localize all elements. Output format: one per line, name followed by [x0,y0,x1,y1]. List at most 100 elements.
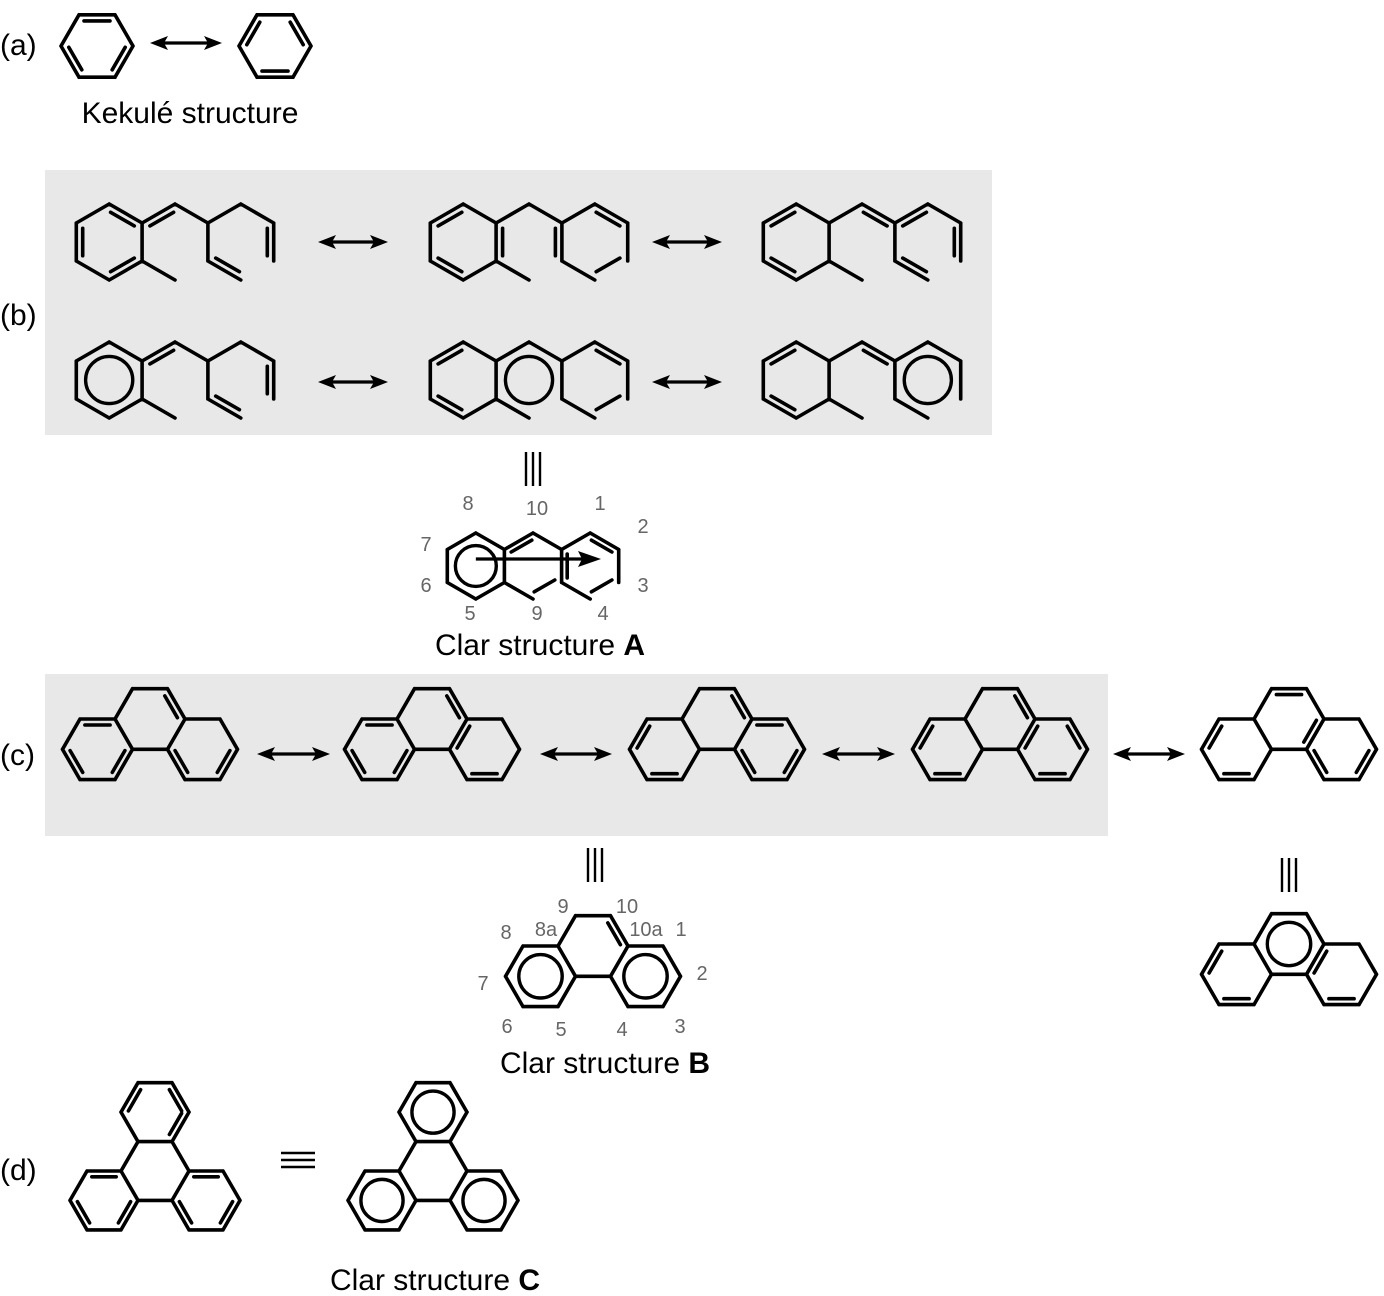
phenanthrene-position-7: 7 [477,973,488,995]
anthracene-clar-3 [761,340,963,420]
benzene-kekule-1 [59,13,135,79]
anthracene-kekule-2 [428,202,630,282]
resonance-arrow-c-2-head-left [540,747,558,761]
resonance-arrow-b-2-head-left [652,235,670,249]
resonance-arrow-b-3 [318,375,388,389]
resonance-arrow-c-3 [822,747,895,761]
anthracene-position-5: 5 [464,603,475,625]
resonance-arrow-b-3-head-left [318,375,336,389]
clar-a-caption-letter: A [623,629,645,662]
equivalence-c-left [586,848,604,882]
phenanthrene-kekule-3-bonds [627,686,807,782]
anthracene-position-7: 7 [420,534,431,556]
anthracene-position-3: 3 [637,575,648,597]
phenanthrene-position-10: 10 [616,896,638,918]
phenanthrene-kekule-4-bonds [910,686,1090,782]
anthracene-clar-2 [428,340,630,420]
resonance-arrow-b-1-head-left [318,235,336,249]
resonance-arrow-c-2-head-right [594,747,612,761]
anthracene-position-4: 4 [597,603,608,625]
resonance-arrow-b-4-head-left [652,375,670,389]
phenanthrene-kekule-2 [342,686,522,782]
phenanthrene-position-8: 8 [500,922,511,944]
benzene-kekule-2 [237,13,313,79]
benzene-kekule-1-bonds [59,13,135,79]
clar-c-caption-letter: C [518,1264,540,1296]
phenanthrene-kekule-3 [627,686,807,782]
equivalence-d [281,1151,315,1169]
resonance-arrow-c-3-head-right [877,747,895,761]
anthracene-clar-structure-a-aromatic-circle [453,543,499,589]
phenanthrene-position-9: 9 [557,896,568,918]
equivalence-c-right [1280,858,1298,892]
sextet-migration-arrow [475,551,601,567]
panel-label-c: (c) [0,739,35,772]
phenanthrene-clar-structure-b-aromatic-circle [517,952,564,1000]
anthracene-clar-3-bonds [761,340,963,420]
clar-c-caption: Clar structure C [330,1264,540,1296]
anthracene-position-9: 9 [531,603,542,625]
anthracene-kekule-1-bonds [74,202,276,282]
phenanthrene-kekule-1 [60,686,240,782]
clar-c-caption-text: Clar structure [330,1264,518,1296]
clar-a-caption-text: Clar structure [435,629,623,662]
resonance-arrow-b-2 [652,235,722,249]
anthracene-position-1: 1 [594,493,605,515]
phenanthrene-central-sextet-bonds [1199,911,1379,1007]
phenanthrene-position-8a: 8a [535,919,558,941]
phenanthrene-position-1: 1 [675,919,686,941]
anthracene-kekule-1 [74,202,276,282]
resonance-arrow-c-2 [540,747,612,761]
phenanthrene-clar-structure-b-aromatic-circle [622,952,669,1000]
panel-label-d: (d) [0,1154,37,1187]
phenanthrene-position-3: 3 [674,1016,685,1038]
resonance-arrow-a [150,36,222,50]
anthracene-clar-1-aromatic-circle [83,354,135,406]
kekule-caption: Kekulé structure [82,97,299,130]
resonance-arrow-c-1-head-left [257,747,275,761]
triphenylene-clar-structure-c-aromatic-circle [461,1177,507,1224]
phenanthrene-position-6: 6 [501,1016,512,1038]
phenanthrene-central-sextet-aromatic-circle [1265,920,1313,968]
resonance-arrow-b-4 [652,375,722,389]
anthracene-clar-1-bonds [74,340,276,420]
phenanthrene-position-10a: 10a [629,919,663,941]
anthracene-clar-2-bonds [428,340,630,420]
phenanthrene-clar-structure-b [503,913,683,1009]
anthracene-clar-structure-a [445,531,621,601]
resonance-arrow-c-4-head-right [1167,747,1185,761]
phenanthrene-position-2: 2 [696,963,707,985]
resonance-arrow-b-1-head-right [370,235,388,249]
resonance-arrow-a-head-right [204,36,222,50]
phenanthrene-clar-structure-b-bonds [503,913,683,1009]
phenanthrene-kekule-5 [1199,686,1379,782]
resonance-arrow-c-1 [257,747,330,761]
clar-a-caption: Clar structure A [435,629,645,662]
phenanthrene-position-5: 5 [555,1019,566,1041]
sextet-migration-arrow-head [578,551,601,567]
panel-label-b: (b) [0,299,37,332]
phenanthrene-position-4: 4 [616,1019,627,1041]
anthracene-clar-1 [74,340,276,420]
anthracene-position-2: 2 [637,516,648,538]
anthracene-clar-3-aromatic-circle [902,354,954,406]
clar-b-caption-letter: B [688,1047,710,1080]
anthracene-clar-structure-a-bonds [445,531,621,601]
anthracene-kekule-3-bonds [761,202,963,282]
resonance-arrow-c-4 [1113,747,1185,761]
phenanthrene-kekule-2-bonds [342,686,522,782]
phenanthrene-kekule-5-bonds [1199,686,1379,782]
benzene-kekule-2-bonds [237,13,313,79]
anthracene-position-6: 6 [420,575,431,597]
phenanthrene-kekule-4 [910,686,1090,782]
triphenylene-kekule [68,1080,242,1232]
phenanthrene-central-sextet [1199,911,1379,1007]
triphenylene-clar-structure-c-aromatic-circle [410,1089,456,1135]
resonance-arrow-c-4-head-left [1113,747,1131,761]
phenanthrene-kekule-1-bonds [60,686,240,782]
clar-b-caption-text: Clar structure [500,1047,688,1080]
anthracene-position-10: 10 [526,498,548,520]
anthracene-kekule-3 [761,202,963,282]
panel-b-highlight [45,170,992,435]
